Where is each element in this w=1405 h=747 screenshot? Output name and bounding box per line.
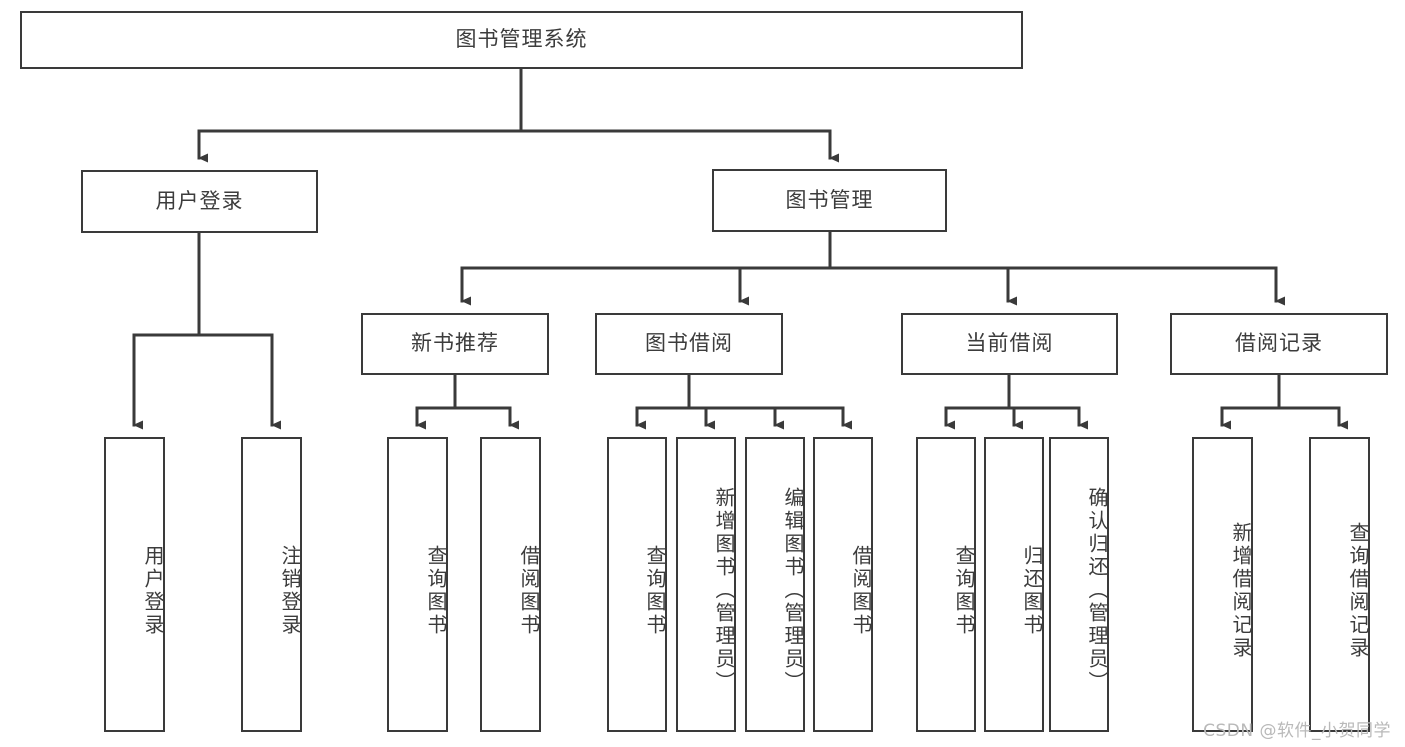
leaf-query-record[interactable]: 查询借阅记录 — [1309, 437, 1370, 732]
node-label: 图书管理系统 — [455, 27, 588, 52]
node-label: 当前借阅 — [965, 331, 1054, 356]
node-book-manage[interactable]: 图书管理 — [712, 169, 947, 232]
node-label: 图书管理 — [785, 187, 874, 212]
leaf-edit-book[interactable]: 编辑图书（管理员） — [745, 437, 805, 732]
leaf-query-book-2[interactable]: 查询图书 — [607, 437, 667, 732]
node-label: 新增图书（管理员） — [712, 487, 736, 694]
node-root-system[interactable]: 图书管理系统 — [20, 11, 1023, 69]
leaf-add-record[interactable]: 新增借阅记录 — [1192, 437, 1253, 732]
node-label: 借阅图书 — [849, 544, 873, 637]
node-label: 确认归还（管理员） — [1085, 487, 1109, 694]
node-label: 查询图书 — [424, 544, 448, 637]
node-label: 借阅图书 — [517, 544, 541, 637]
leaf-query-book-1[interactable]: 查询图书 — [387, 437, 448, 732]
node-label: 查询借阅记录 — [1346, 521, 1370, 660]
node-label: 用户登录 — [141, 544, 165, 637]
node-label: 查询图书 — [643, 544, 667, 637]
node-book-borrow[interactable]: 图书借阅 — [595, 313, 783, 375]
leaf-user-login[interactable]: 用户登录 — [104, 437, 165, 732]
node-current-borrow[interactable]: 当前借阅 — [901, 313, 1118, 375]
node-label: 查询图书 — [952, 544, 976, 637]
node-label: 借阅记录 — [1235, 331, 1323, 356]
node-label: 新增借阅记录 — [1229, 521, 1253, 660]
node-label: 编辑图书（管理员） — [781, 487, 805, 694]
leaf-borrow-book-1[interactable]: 借阅图书 — [480, 437, 541, 732]
leaf-return-book[interactable]: 归还图书 — [984, 437, 1044, 732]
node-label: 新书推荐 — [411, 331, 499, 356]
node-new-book-rec[interactable]: 新书推荐 — [361, 313, 549, 375]
node-label: 注销登录 — [278, 544, 302, 637]
node-label: 归还图书 — [1020, 544, 1044, 637]
node-user-login[interactable]: 用户登录 — [81, 170, 318, 233]
leaf-borrow-book-2[interactable]: 借阅图书 — [813, 437, 873, 732]
leaf-query-book-3[interactable]: 查询图书 — [916, 437, 976, 732]
node-label: 图书借阅 — [645, 331, 733, 356]
leaf-add-book[interactable]: 新增图书（管理员） — [676, 437, 736, 732]
node-label: 用户登录 — [155, 188, 244, 213]
leaf-user-logout[interactable]: 注销登录 — [241, 437, 302, 732]
watermark-text: CSDN @软件_小贺同学 — [1203, 721, 1391, 741]
leaf-confirm-return[interactable]: 确认归还（管理员） — [1049, 437, 1109, 732]
node-borrow-record[interactable]: 借阅记录 — [1170, 313, 1388, 375]
